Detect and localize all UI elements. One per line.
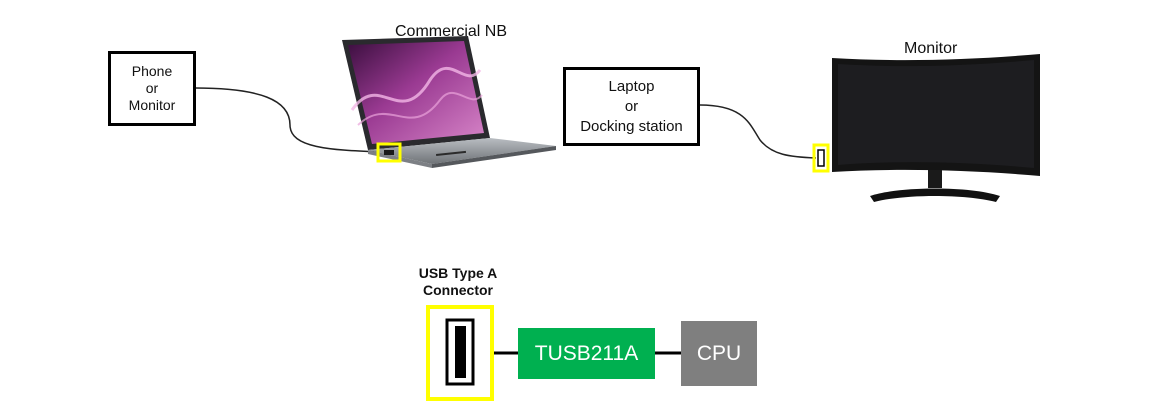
monitor-caption: Monitor: [904, 40, 958, 57]
usb-connector-label-line-2: Connector: [423, 282, 493, 298]
laptop-caption: Commercial NB: [395, 23, 508, 40]
laptop-box-line-2: or: [624, 97, 639, 115]
phone-box-line-2: or: [145, 80, 159, 96]
redriver-block: TUSB211A: [518, 328, 655, 379]
phone-box-line-3: Monitor: [128, 97, 176, 113]
usb-connector-tongue: [455, 326, 466, 378]
usb-connector-label-line-1: USB Type A: [418, 265, 498, 281]
laptop-port-highlight: [376, 142, 402, 163]
laptop-illustration: [342, 36, 556, 168]
usb-connector-label: USB Type A Connector: [388, 265, 528, 299]
cable-laptop-to-monitor: [699, 104, 817, 159]
cable-phone-to-laptop: [194, 87, 381, 153]
phone-or-monitor-box: Phone or Monitor: [108, 51, 196, 126]
monitor-illustration: [832, 54, 1040, 202]
monitor-port-highlight: [812, 143, 830, 173]
laptop-box-line-1: Laptop: [608, 77, 655, 95]
cpu-block: CPU: [681, 321, 757, 386]
laptop-box-line-3: Docking station: [580, 117, 683, 135]
phone-box-line-1: Phone: [131, 63, 173, 79]
laptop-or-docking-box: Laptop or Docking station: [563, 67, 700, 146]
